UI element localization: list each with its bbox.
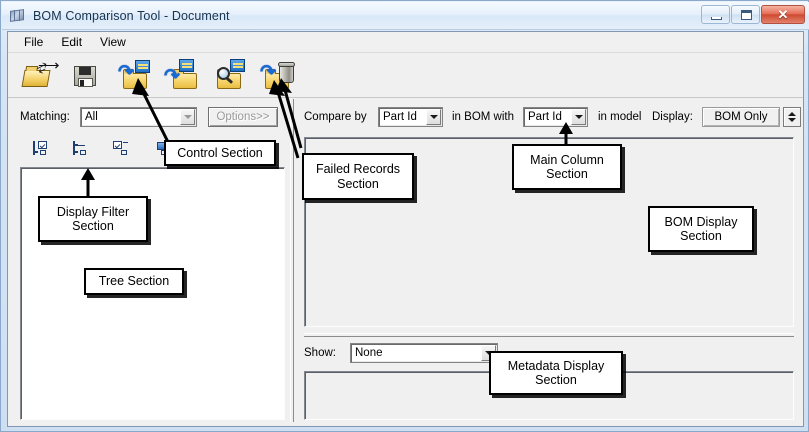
callout-line-1: Display Filter bbox=[56, 204, 130, 219]
filter-show-all-icon[interactable] bbox=[72, 141, 88, 156]
compare-by-value: Part Id bbox=[383, 111, 417, 123]
callout-display-filter: Display Filter Section bbox=[38, 196, 148, 242]
control-section: Matching: All Options>> bbox=[20, 107, 285, 129]
panes-container: Matching: All Options>> bbox=[8, 97, 803, 426]
export-bom-button[interactable]: ↷ bbox=[164, 59, 200, 91]
display-label: Display: bbox=[652, 111, 693, 123]
menu-view[interactable]: View bbox=[100, 35, 126, 49]
maximize-button[interactable] bbox=[731, 5, 760, 24]
spinner-down-icon[interactable] bbox=[788, 118, 796, 122]
callout-line-1: Failed Records bbox=[315, 162, 401, 177]
window-title: BOM Comparison Tool - Document bbox=[33, 8, 230, 23]
menu-file[interactable]: File bbox=[24, 35, 44, 49]
compare-by-label: Compare by bbox=[304, 111, 367, 123]
chevron-down-icon[interactable] bbox=[180, 109, 195, 125]
callout-metadata-display: Metadata Display Section bbox=[489, 351, 623, 395]
save-file-button[interactable] bbox=[70, 59, 104, 91]
horizontal-splitter[interactable] bbox=[304, 331, 794, 338]
title-bar[interactable]: BOM Comparison Tool - Document ✕ bbox=[2, 2, 809, 30]
compare-by-dropdown[interactable]: Part Id bbox=[378, 107, 443, 127]
leader-failed-records bbox=[268, 80, 308, 160]
show-value: None bbox=[355, 347, 383, 359]
callout-tree-section: Tree Section bbox=[84, 268, 184, 295]
vertical-splitter[interactable] bbox=[288, 99, 297, 422]
close-button[interactable]: ✕ bbox=[761, 5, 805, 24]
leader-display-filter bbox=[80, 168, 110, 198]
filter-expand-checked-icon[interactable] bbox=[112, 141, 128, 156]
close-icon: ✕ bbox=[777, 6, 789, 22]
floppy-disk-save-icon bbox=[70, 59, 104, 91]
in-bom-with-label: in BOM with bbox=[452, 111, 514, 123]
spinner-up-icon[interactable] bbox=[788, 112, 796, 116]
minimize-button[interactable] bbox=[701, 5, 730, 24]
display-spinner[interactable] bbox=[783, 107, 801, 127]
callout-failed-records: Failed Records Section bbox=[302, 153, 414, 200]
bom-with-dropdown[interactable]: Part Id bbox=[523, 107, 588, 127]
chevron-down-icon[interactable] bbox=[426, 109, 441, 125]
leader-control-section bbox=[130, 78, 230, 148]
callout-line-1: BOM Display bbox=[664, 214, 738, 229]
minimize-icon bbox=[711, 17, 722, 20]
options-button[interactable]: Options>> bbox=[208, 107, 278, 127]
folder-trash-icon: ↷ bbox=[260, 59, 296, 91]
matching-label: Matching: bbox=[20, 111, 70, 123]
callout-control-section: Control Section bbox=[164, 140, 276, 166]
window-controls: ✕ bbox=[701, 5, 805, 24]
matching-value: All bbox=[85, 111, 98, 123]
show-dropdown[interactable]: None bbox=[350, 343, 498, 363]
callout-line-2: Section bbox=[72, 219, 114, 233]
toolbar: ⟶ ⥂ ↷ bbox=[8, 53, 803, 98]
application-grid-icon bbox=[9, 8, 27, 24]
search-bom-button[interactable] bbox=[214, 59, 248, 91]
matching-dropdown[interactable]: All bbox=[80, 107, 197, 127]
show-label: Show: bbox=[304, 347, 336, 359]
leader-toolbar-delete bbox=[275, 78, 315, 150]
callout-bom-display: BOM Display Section bbox=[648, 206, 754, 252]
menu-edit[interactable]: Edit bbox=[61, 35, 83, 49]
callout-line-2: Section bbox=[535, 373, 577, 387]
folder-export-chip-icon: ↷ bbox=[164, 59, 200, 91]
chevron-down-icon[interactable] bbox=[571, 109, 586, 125]
menu-bar: File Edit View bbox=[8, 32, 803, 53]
callout-line-2: Section bbox=[680, 229, 722, 243]
callout-line-2: Section bbox=[546, 167, 588, 181]
callout-line-1: Metadata Display bbox=[507, 358, 605, 373]
callout-line-1: Main Column bbox=[530, 152, 604, 167]
main-column-section: Compare by Part Id in BOM with Part Id i… bbox=[304, 107, 801, 129]
maximize-icon bbox=[741, 10, 752, 20]
filter-show-checked-icon[interactable] bbox=[32, 141, 48, 156]
callout-line-2: Section bbox=[337, 176, 379, 191]
callout-main-column: Main Column Section bbox=[512, 144, 622, 190]
in-model-label: in model bbox=[598, 111, 642, 123]
open-file-button[interactable]: ⟶ ⥂ bbox=[21, 56, 60, 91]
folder-search-chip-icon bbox=[214, 59, 248, 91]
bom-with-value: Part Id bbox=[528, 111, 562, 123]
delete-bom-button[interactable]: ↷ bbox=[260, 59, 296, 91]
open-folder-icon: ⟶ ⥂ bbox=[21, 56, 60, 91]
display-value-field[interactable]: BOM Only bbox=[702, 107, 780, 127]
